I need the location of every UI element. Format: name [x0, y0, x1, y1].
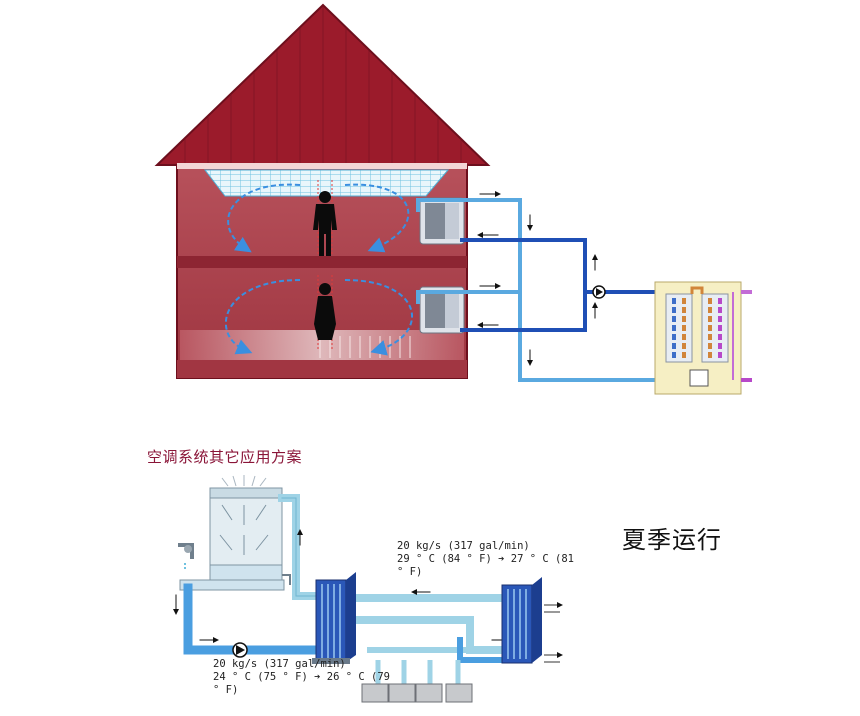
air-flow-arrow	[224, 279, 301, 355]
flow-note-line: 20 kg/s (317 gal/min)	[213, 658, 346, 670]
person-silhouette	[314, 283, 336, 340]
season-label: 夏季运行	[622, 526, 722, 554]
air-flow-arrow	[227, 183, 301, 253]
roof-planks	[184, 5, 462, 163]
flow-note-line: ° F)	[397, 566, 423, 578]
cooling-tower	[178, 475, 291, 591]
plate-heat-exchanger	[312, 572, 356, 664]
plate-heat-exchanger	[501, 577, 563, 664]
flow-note-line: 20 kg/s (317 gal/min)	[397, 540, 530, 552]
heat-exchanger-coil	[665, 293, 729, 363]
person-silhouette	[313, 191, 337, 256]
house-eave	[177, 163, 467, 169]
flow-note-line: ° F)	[213, 684, 239, 696]
section-caption: 空调系统其它应用方案	[147, 448, 303, 466]
compressor	[689, 369, 709, 387]
top-piping	[416, 191, 657, 382]
chiller-units	[361, 660, 473, 703]
floor-slab	[177, 256, 467, 268]
house	[154, 3, 491, 379]
air-flow-arrow	[344, 183, 410, 253]
indoor-unit-lower	[419, 286, 465, 334]
heat-exchanger-panel	[654, 281, 752, 395]
flow-note-top: 20 kg/s (317 gal/min) 29 ° C (84 ° F) ➔ …	[397, 540, 574, 579]
bottom-piping	[173, 494, 523, 663]
indoor-unit-upper	[419, 197, 465, 245]
flow-note-line: 29 ° C (84 ° F) ➔ 27 ° C (81	[397, 553, 575, 565]
flow-note-line: 24 ° C (75 ° F) ➔ 26 ° C (79	[213, 671, 391, 683]
ground-slab	[177, 360, 467, 378]
flow-note-bottom: 20 kg/s (317 gal/min) 24 ° C (75 ° F) ➔ …	[213, 658, 390, 697]
air-flow-arrow	[344, 279, 414, 356]
